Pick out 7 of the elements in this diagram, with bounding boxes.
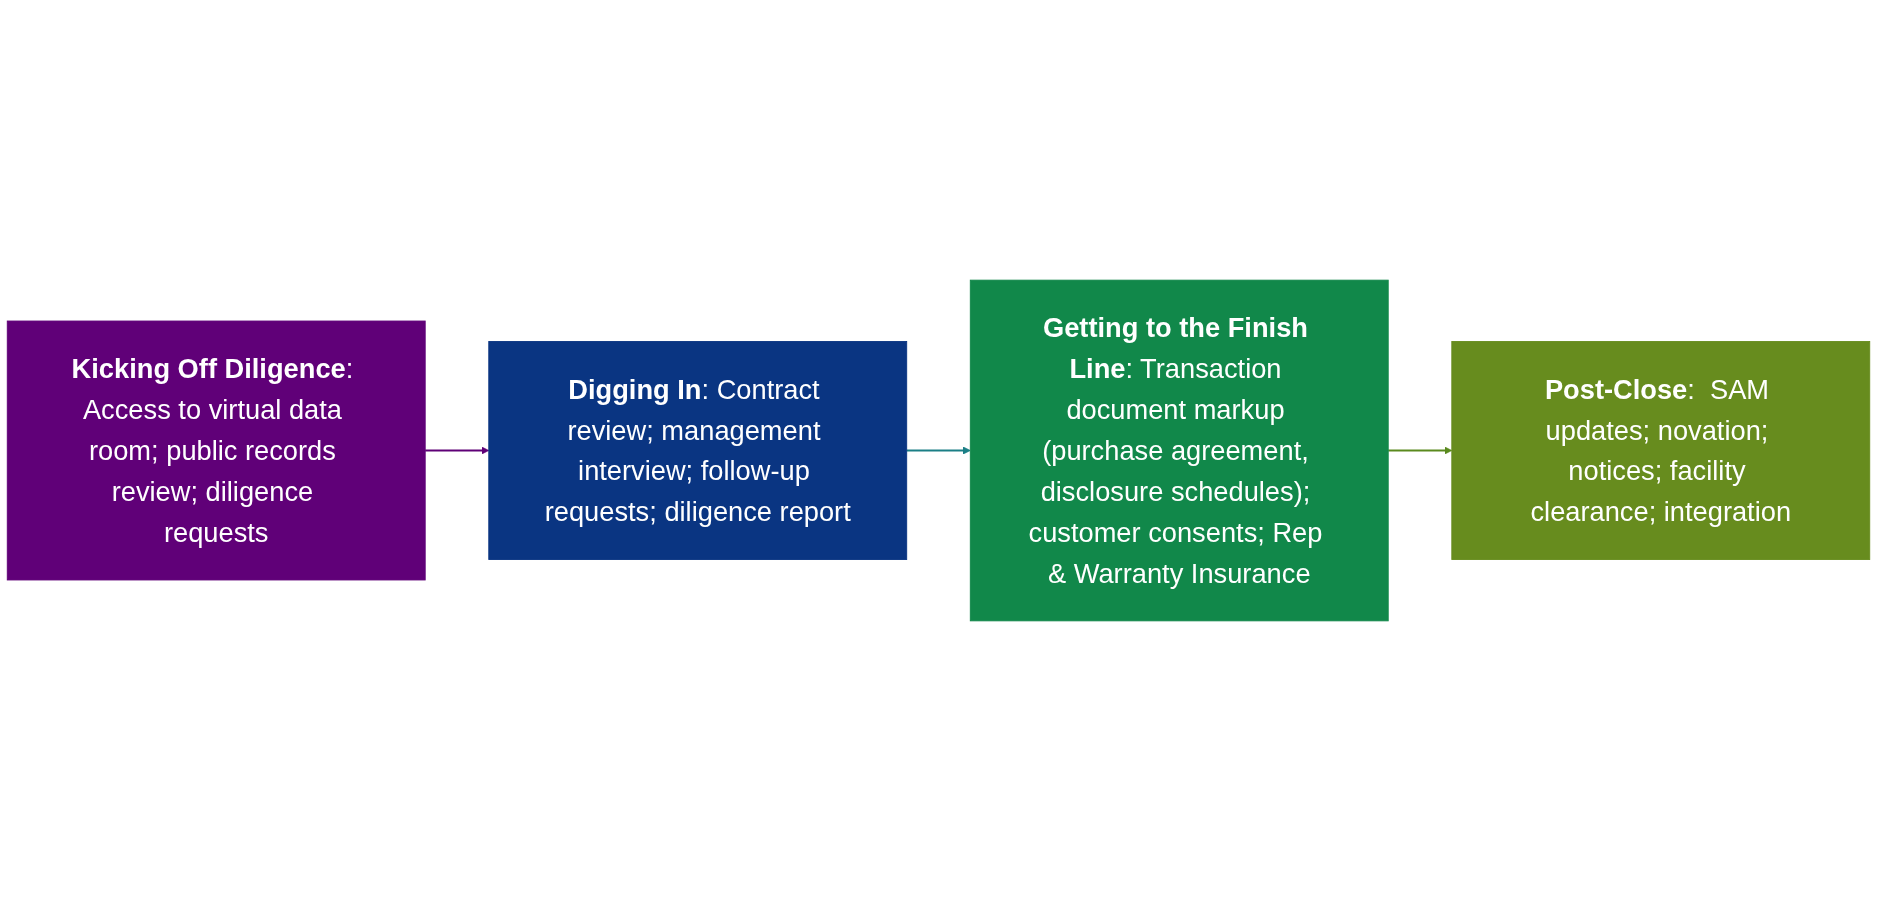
arrow — [1387, 446, 1453, 455]
node-box — [969, 279, 1389, 622]
arrow — [905, 446, 971, 455]
node-box — [1451, 341, 1871, 560]
arrow — [424, 446, 490, 455]
node-box — [488, 341, 908, 560]
node-box — [6, 320, 426, 581]
